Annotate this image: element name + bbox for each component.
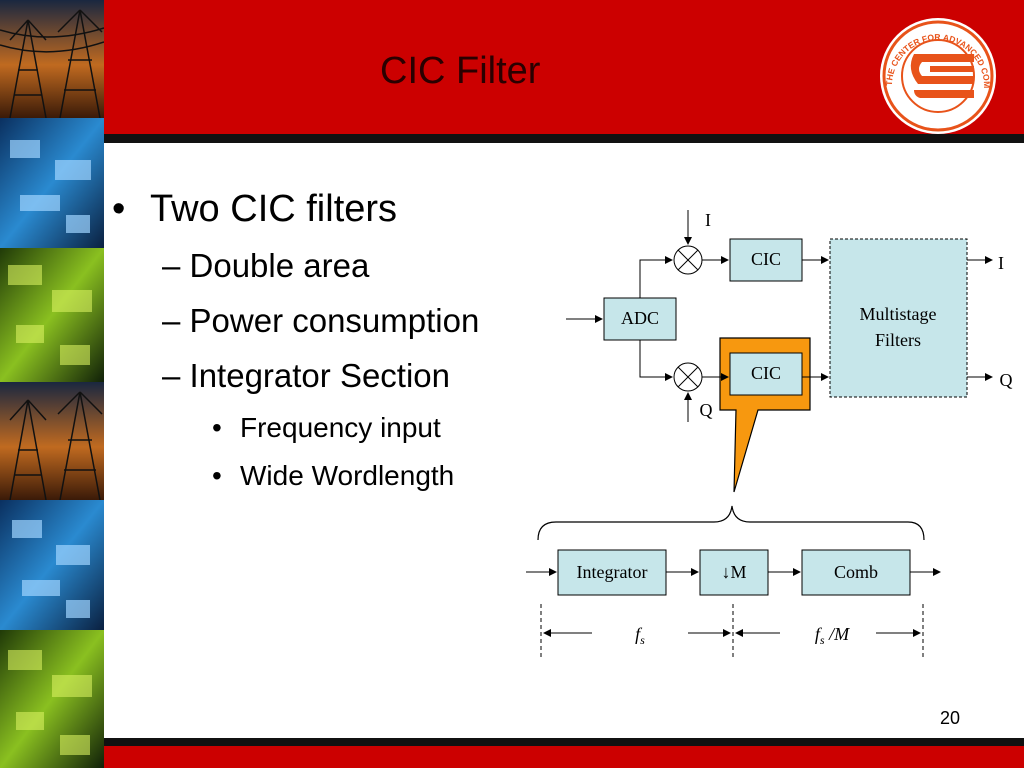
integrator-block — [557, 549, 667, 596]
rate-right-label: fs /M — [815, 624, 850, 647]
bullet-text: Two CIC filters — [150, 188, 398, 230]
bullet-text: Frequency input — [240, 412, 441, 443]
input-i-label: I — [705, 210, 711, 230]
slide-title: CIC Filter — [380, 50, 541, 92]
rate-left-label: fs — [635, 624, 645, 647]
bullet-level3: •Wide Wordlength — [212, 460, 455, 491]
cic-bottom-block — [729, 352, 803, 396]
branch-bottom-arrow — [639, 340, 673, 381]
adc-block — [603, 297, 677, 341]
decorative-sidebar — [0, 0, 104, 768]
downsample-label: ↓M — [721, 562, 746, 582]
cic-top-label: CIC — [751, 249, 781, 269]
mixer-top — [673, 245, 703, 275]
adc-label: ADC — [621, 308, 659, 328]
multistage-label-line2: Filters — [875, 330, 921, 350]
footer-band — [104, 746, 1024, 768]
downsample-block — [699, 549, 769, 596]
header-band — [104, 0, 1024, 134]
multistage-filters-block — [829, 238, 968, 398]
bullet-level3: •Frequency input — [212, 412, 441, 443]
integrator-label: Integrator — [577, 562, 648, 582]
sidebar-images — [0, 0, 104, 768]
mixer-bottom — [673, 362, 703, 392]
cic-top-block — [729, 238, 803, 282]
comb-label: Comb — [834, 562, 878, 582]
bullet-list: • Two CIC filters – Double area – Power c… — [112, 188, 572, 508]
header-divider — [104, 134, 1024, 143]
output-q-label: Q — [1000, 370, 1013, 390]
comb-block — [801, 549, 911, 596]
bullet-level2: – Integrator Section — [162, 357, 451, 394]
multistage-label-line1: Multistage — [860, 304, 937, 324]
input-q-label: Q — [700, 400, 713, 420]
bullet-text: Wide Wordlength — [240, 460, 455, 491]
footer-divider — [104, 738, 1024, 746]
bullet-level1: • Two CIC filters — [112, 188, 572, 231]
bullet-level2: – Double area — [162, 247, 370, 284]
output-i-label: I — [998, 253, 1004, 273]
expansion-brace — [537, 505, 925, 541]
cacs-logo: THE CENTER FOR ADVANCED COMPUTER STUDIES — [868, 14, 996, 134]
cic-bottom-label: CIC — [751, 363, 781, 383]
branch-top-arrow — [639, 256, 673, 298]
page-number: 20 — [940, 708, 961, 728]
bullet-dot: • — [112, 188, 126, 230]
bullet-level2: – Power consumption — [162, 302, 480, 339]
